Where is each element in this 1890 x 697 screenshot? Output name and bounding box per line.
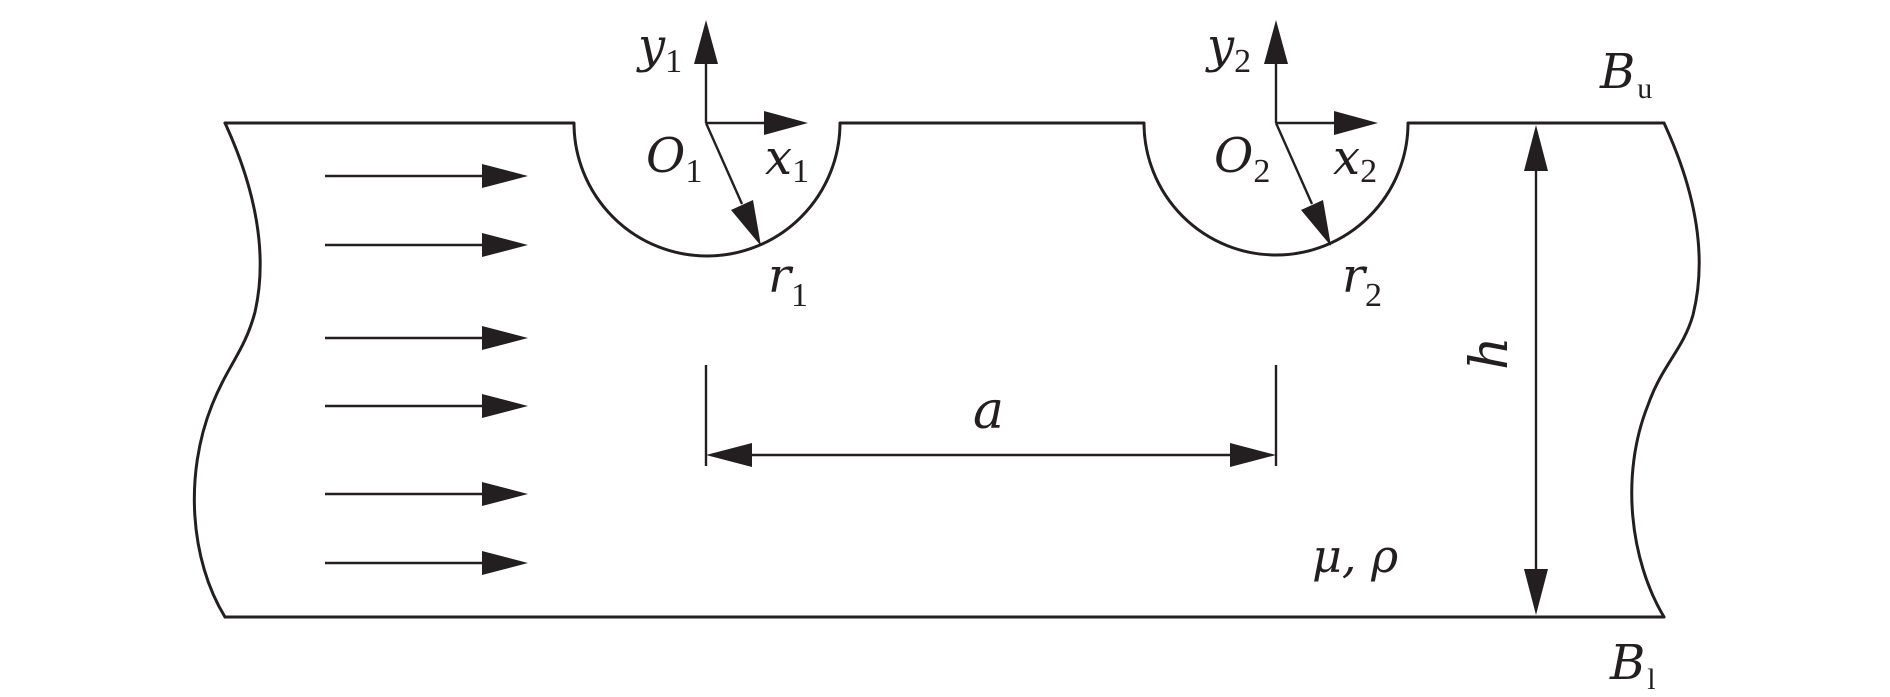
y2-arrowhead <box>1264 20 1288 64</box>
label-y2: y2 <box>1205 18 1251 80</box>
dimension-h <box>1524 125 1548 615</box>
axes-1 <box>694 20 808 246</box>
flow-arrow <box>325 164 528 188</box>
flow-arrows <box>325 164 528 575</box>
label-bu: Bu <box>1599 44 1652 105</box>
label-bl: Bl <box>1609 635 1656 696</box>
label-x2: x2 <box>1333 130 1377 190</box>
x2-arrowhead <box>1334 111 1378 135</box>
flow-arrow <box>325 233 528 257</box>
left-break-curve <box>192 121 262 619</box>
label-mu-rho: μ, ρ <box>1312 529 1398 583</box>
dimension-a <box>704 365 1278 467</box>
label-r2: r2 <box>1342 248 1382 314</box>
label-x1: x1 <box>765 130 809 190</box>
axes-2 <box>1264 20 1378 246</box>
y1-arrowhead <box>694 20 718 64</box>
flow-arrow <box>325 482 528 506</box>
r2-arrowhead <box>1301 200 1331 246</box>
x1-arrowhead <box>764 111 808 135</box>
label-a: a <box>973 381 1004 441</box>
channel-outline <box>192 121 1701 619</box>
flow-arrow <box>325 326 528 350</box>
label-o2: O2 <box>1214 128 1270 190</box>
upper-wall <box>223 121 1666 258</box>
label-h: h <box>1460 337 1520 371</box>
label-y1: y1 <box>636 18 682 80</box>
r1-arrowhead <box>731 200 761 246</box>
flow-arrow <box>325 394 528 418</box>
label-o1: O1 <box>646 128 702 190</box>
right-break-curve <box>1630 121 1701 619</box>
label-r1: r1 <box>768 248 808 314</box>
flow-arrow <box>325 551 528 575</box>
